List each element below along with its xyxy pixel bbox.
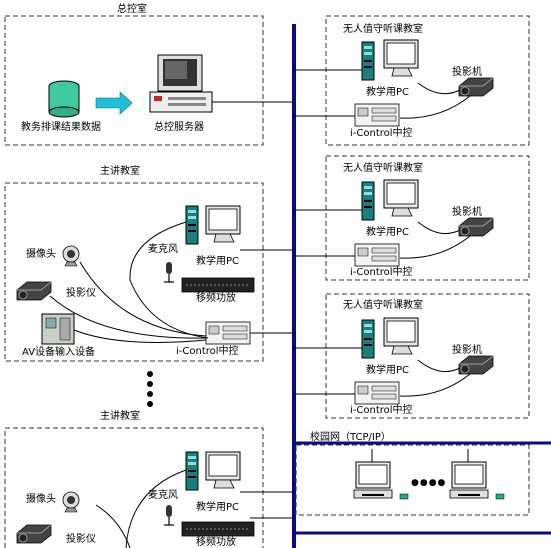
monitor-icon (205, 451, 241, 489)
campus-network-box (295, 444, 530, 516)
listen-room-3 (294, 293, 530, 419)
pc-tower-icon (185, 451, 199, 491)
amplifier-icon (181, 521, 255, 537)
main-classroom-2-title: 主讲教室 (100, 411, 140, 422)
ellipsis-dots (147, 371, 153, 407)
pc-label: 教学用PC (196, 502, 240, 513)
mic-label: 麦克风 (148, 244, 178, 255)
network-dots: ●●●● (411, 478, 447, 488)
listen-room-3-projector-label: 投影机 (452, 345, 482, 356)
database-label: 教务排课结果数据 (21, 122, 101, 133)
server-icon (149, 54, 213, 113)
listen-room-2-projector-label: 投影机 (452, 207, 482, 218)
projector-label: 投影仪 (66, 534, 96, 545)
pc-tower-icon (185, 205, 199, 245)
microphone-icon (163, 504, 175, 526)
listen-room-1-pc-label: 教学用PC (366, 87, 410, 98)
amplifier-icon (181, 277, 255, 293)
arrow-icon (95, 91, 133, 115)
av-device-icon (41, 313, 75, 345)
control-room-box (4, 15, 264, 146)
listen-room-2-title: 无人值守听课教室 (343, 163, 423, 174)
listen-room-2 (294, 155, 530, 281)
listen-room-2-control-label: i-Control中控 (350, 267, 413, 278)
listen-room-1-projector-label: 投影机 (452, 67, 482, 78)
listen-room-1 (294, 15, 530, 146)
client-pc-icon (449, 461, 505, 500)
camera-icon (62, 491, 80, 513)
main-classroom-1-title: 主讲教室 (100, 166, 140, 177)
control-label: i-Control中控 (176, 346, 239, 357)
control-room-title: 总控室 (117, 4, 147, 15)
camera-icon (62, 245, 80, 267)
microphone-icon (163, 261, 175, 283)
main-classroom-1-box (4, 182, 264, 362)
av-label: AV设备输入设备 (22, 347, 96, 358)
listen-room-3-pc-label: 教学用PC (366, 365, 410, 376)
controller-icon (205, 321, 251, 345)
database-icon (48, 80, 80, 118)
client-pc-icon (353, 461, 409, 500)
listen-room-1-title: 无人值守听课教室 (343, 24, 423, 35)
server-label: 总控服务器 (154, 122, 204, 133)
projector-icon (16, 281, 52, 301)
listen-room-3-title: 无人值守听课教室 (343, 300, 423, 311)
listen-room-2-pc-label: 教学用PC (366, 227, 410, 238)
monitor-icon (205, 205, 241, 243)
mic-label: 麦克风 (148, 490, 178, 501)
listen-room-1-control-label: i-Control中控 (350, 128, 413, 139)
camera-label: 摄像头 (26, 249, 56, 260)
main-classroom-2-box (4, 427, 264, 548)
projector-icon (16, 524, 52, 544)
listen-room-3-control-label: i-Control中控 (350, 405, 413, 416)
projector-label: 投影仪 (66, 288, 96, 299)
network-label: 校园网（TCP/IP） (310, 432, 391, 443)
pc-label: 教学用PC (196, 256, 240, 267)
amp-label: 移频功放 (196, 537, 236, 548)
camera-label: 摄像头 (26, 494, 56, 505)
amp-label: 移频功放 (196, 293, 236, 304)
